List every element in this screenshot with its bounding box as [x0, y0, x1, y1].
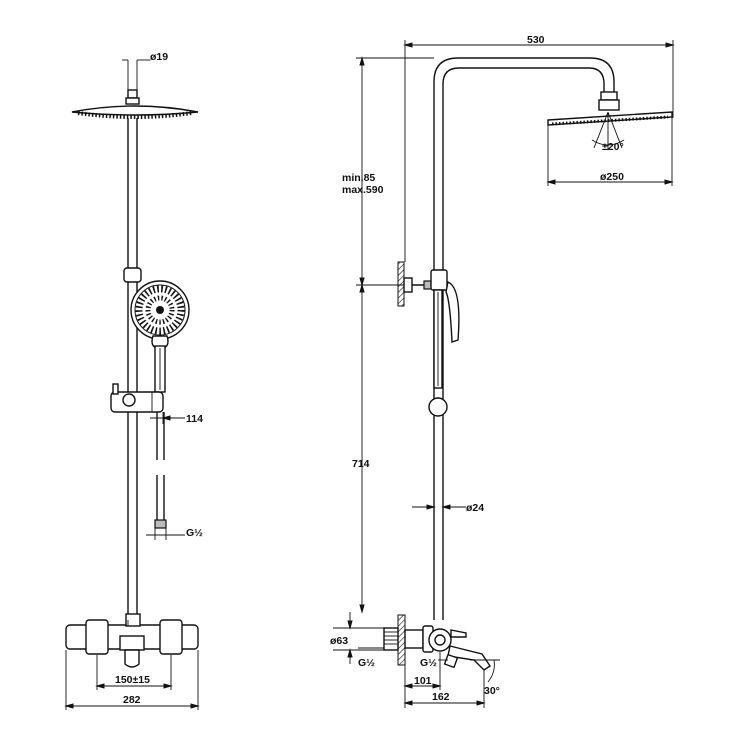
front-holder-offset-label: 114	[186, 413, 203, 425]
side-spout-angle-label: 30°	[484, 685, 500, 697]
front-mixer-width-label: 282	[123, 694, 141, 706]
side-riser-height-label: 714	[352, 458, 370, 470]
side-mixer-body	[383, 614, 491, 671]
side-riser-inner	[442, 67, 605, 620]
side-outlet-thread-label: G½	[420, 657, 437, 669]
side-spout-depth-b-label: 162	[432, 691, 450, 703]
side-adjust-max-label: max.590	[342, 184, 384, 196]
front-hand-shower	[130, 280, 190, 393]
front-mixer-bar	[65, 613, 199, 668]
side-riser-diameter-label: ø24	[466, 502, 484, 514]
side-adjust-min-label: min.85	[342, 172, 375, 184]
side-head-diameter-label: ø250	[600, 171, 624, 183]
side-arm-length-label: 530	[527, 34, 545, 46]
front-shower-head	[71, 105, 199, 119]
top-connector	[122, 59, 150, 105]
front-slider-holder	[110, 383, 164, 413]
side-shower-head	[546, 91, 674, 186]
front-hose-thread-label: G½	[186, 527, 203, 539]
front-upper-bracket	[123, 267, 142, 283]
front-inlet-spacing-label: 150±15	[115, 674, 150, 686]
side-tilt-label: ±20°	[602, 141, 624, 153]
side-riser-outer	[433, 57, 615, 620]
side-inlet-thread-label: G½	[358, 657, 375, 669]
side-view: 530 ±20° ø250 min.85	[330, 34, 675, 708]
side-hand-shower	[428, 281, 460, 417]
side-mixer-height-label: ø63	[330, 635, 348, 647]
side-wall-bracket	[397, 261, 448, 307]
front-view: ø19	[64, 51, 203, 710]
side-spout-depth-a-label: 101	[414, 675, 432, 687]
front-top-diameter-label: ø19	[150, 51, 168, 63]
front-hose	[154, 412, 167, 529]
